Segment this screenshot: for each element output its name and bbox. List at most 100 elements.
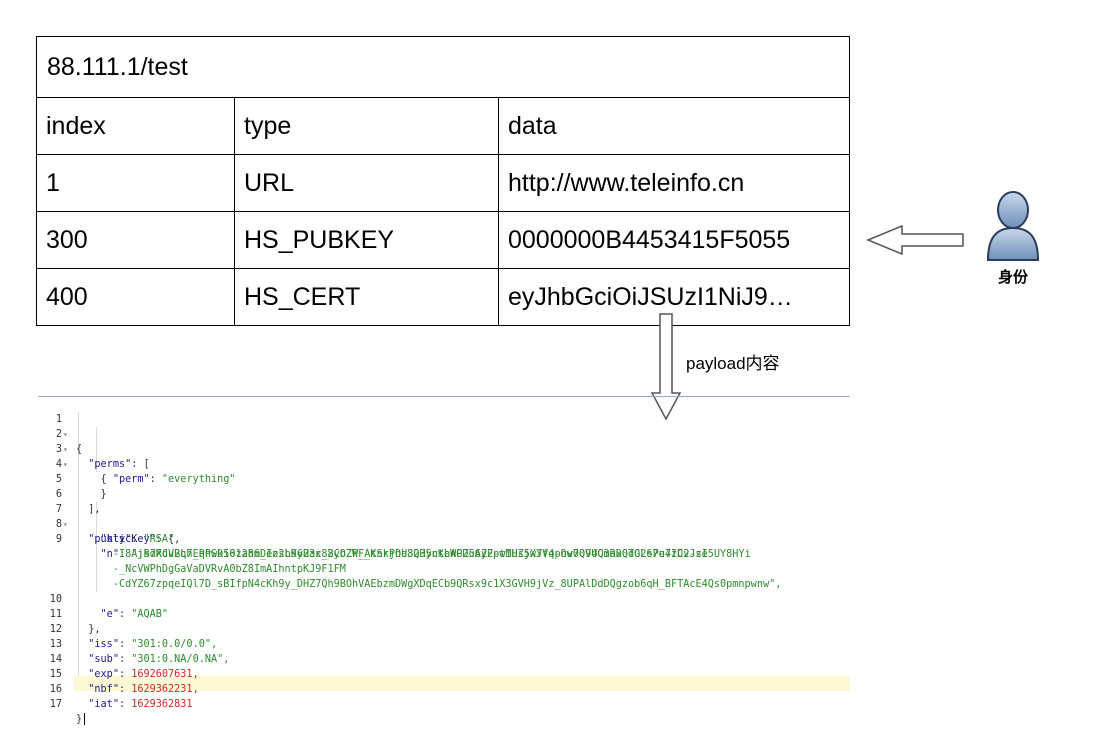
json-number: 1692607631, [131,669,199,680]
record-row: 400 HS_CERT eyJhbGciOiJSUzI1NiJ9… [37,269,849,325]
active-line-highlight [74,676,850,691]
json-key: "kty" [100,534,132,545]
punct: : { [155,534,175,545]
json-string: -_NcVWPhDgGaVaDVRvA0bZ8ImAIhntpKJ9F1FM [112,564,346,575]
code-line-wrap: -I8AjB7RduBqh_PPwki6z2hm_Izsb9yH3x88CbZW… [38,532,708,560]
indent-guide [96,427,97,472]
line-number: 2 [55,429,62,440]
json-string: "RSA" [143,534,175,545]
brace: { [100,474,107,485]
code-line-wrap: -_NcVWPhDgGaVaDVRvA0bZ8ImAIhntpKJ9F1FM [38,547,346,575]
line-number: 11 [49,609,62,620]
line-number: 13 [49,639,62,650]
json-key: "nbf" [88,684,119,695]
down-arrow-icon [650,313,682,421]
line-number: 10 [49,594,62,605]
line-number: 15 [49,669,62,680]
code-line: 8 "kty": "RSA", [38,502,180,545]
person-icon [986,191,1040,261]
text-cursor [84,713,85,725]
punct: ], [88,504,101,515]
record-header-row: index type data [37,98,849,155]
fold-arrow-icon[interactable]: ▾ [63,430,68,439]
row-index: 400 [37,269,235,325]
line-number: 7 [55,504,62,515]
code-line: 10 "e": "AQAB" [38,577,168,620]
row-type: URL [235,155,499,211]
code-line: 15 "nbf": 1629362231, [38,652,199,695]
json-key: "iat" [88,699,119,710]
row-index: 300 [37,212,235,268]
row-data: http://www.teleinfo.cn [508,169,745,197]
code-line: 3 ▾ { [38,427,107,485]
json-number: 1629362831 [131,699,193,710]
payload-label: payload内容 [686,354,780,373]
code-line: 4 "perm": "everything" [38,442,236,485]
punct: }, [88,624,101,635]
punct: : [ [131,459,150,470]
left-arrow-icon [866,224,964,256]
json-key: "perm" [112,474,150,485]
handle-record-table: 88.111.1/test index type data 1 URL http… [36,36,850,326]
json-code-editor[interactable]: 1 ▾ { 2 ▾ "perms": [ 3 ▾ { 4 "perm": "ev… [38,396,850,725]
code-line: 1 ▾ { [38,397,82,455]
json-key: "exp" [88,669,119,680]
row-data: 0000000B4453415F5055 [508,226,791,254]
json-string: "jsdXCV2L7EqnSD501a86Den2LK62ac_2yOZP_At… [131,549,751,560]
line-number: 16 [49,684,62,695]
record-row: 300 HS_PUBKEY 0000000B4453415F5055 [37,212,849,269]
json-number: 1629362231, [131,684,199,695]
code-line: 2 ▾ "perms": [ [38,412,150,470]
line-number: 17 [49,699,62,710]
fold-arrow-icon[interactable]: ▾ [63,460,68,469]
brace: { [76,444,83,455]
code-line: 14 "exp": 1692607631, [38,637,199,680]
json-string: "AQAB" [131,609,169,620]
line-number: 6 [55,489,62,500]
fold-arrow-icon[interactable]: ▾ [63,520,68,529]
line-number: 8 [55,519,62,530]
line-number: 12 [49,624,62,635]
record-title: 88.111.1/test [37,37,849,98]
code-line: 9 "n": "jsdXCV2L7EqnSD501a86Den2LK62ac_2… [38,517,751,560]
fold-arrow-icon[interactable]: ▾ [63,445,68,454]
json-key: "sub" [88,654,119,665]
row-data: eyJhbGciOiJSUzI1NiJ9… [508,283,793,311]
brace: } [100,489,107,500]
json-key: "perms" [88,459,132,470]
line-number: 3 [55,444,62,455]
line-number: 9 [55,534,62,545]
line-number: 1 [55,414,62,425]
json-string: -I8AjB7RduBqh_PPwki6z2hm_Izsb9yH3x88CbZW… [112,549,708,560]
json-string: "301:0.0/0.0", [131,639,218,650]
code-line-wrap: -CdYZ67zpqeIQl7D_sBIfpN4cKh9y_DHZ7Qh9BOh… [38,562,782,590]
header-type: type [235,98,499,154]
code-line: 12 "iss": "301:0.0/0.0", [38,607,217,650]
json-key: "iss" [88,639,119,650]
indent-guide [78,412,79,676]
row-type: HS_CERT [235,269,499,325]
json-string: "everything" [161,474,236,485]
code-line: 11 }, [38,592,101,635]
row-type: HS_PUBKEY [235,212,499,268]
header-index: index [37,98,235,154]
json-key: "e" [100,609,119,620]
indent-guide [96,502,97,592]
identity-label: 身份 [997,269,1028,286]
record-row: 1 URL http://www.teleinfo.cn [37,155,849,212]
code-line: 5 } [38,457,107,500]
line-number: 14 [49,654,62,665]
json-key: "publicKey" [88,534,156,545]
line-number: 4 [55,459,62,470]
json-key: "n" [100,549,119,560]
json-string: -CdYZ67zpqeIQl7D_sBIfpN4cKh9y_DHZ7Qh9BOh… [112,579,782,590]
line-number: 5 [55,474,62,485]
code-line: 17 } [38,682,85,725]
code-line: 7 ▾ "publicKey": { [38,487,174,545]
code-line: 13 "sub": "301:0.NA/0.NA", [38,622,230,665]
row-index: 1 [37,155,235,211]
json-string: "301:0.NA/0.NA", [131,654,230,665]
code-line: 16 "iat": 1629362831 [38,667,193,710]
header-data: data [508,112,557,140]
code-line: 6 ], [38,472,101,515]
